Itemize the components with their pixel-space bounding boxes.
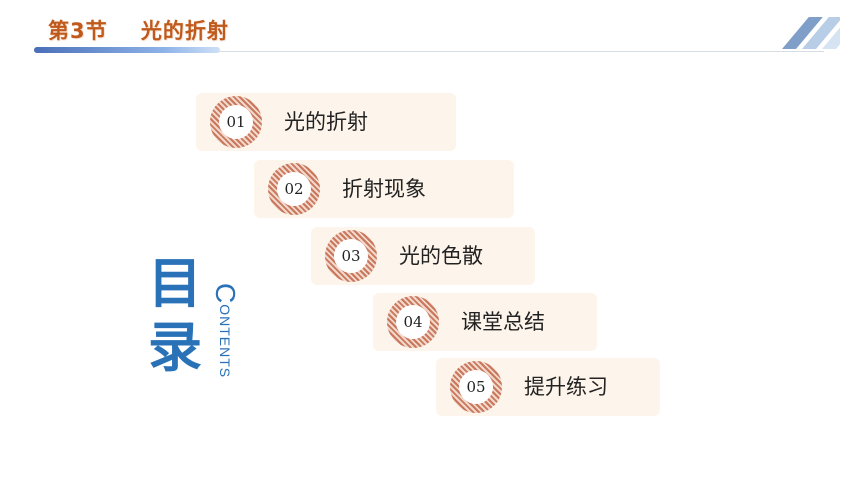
number-badge: 01 bbox=[210, 96, 262, 148]
item-number: 01 bbox=[219, 105, 253, 139]
toc-item-2[interactable]: 02 折射现象 bbox=[254, 160, 514, 218]
toc-item-5[interactable]: 05 提升练习 bbox=[436, 358, 660, 416]
number-badge: 04 bbox=[387, 296, 439, 348]
item-label: 光的折射 bbox=[284, 110, 368, 134]
number-badge: 02 bbox=[268, 163, 320, 215]
toc-title: 目 录 bbox=[145, 252, 205, 380]
item-label: 折射现象 bbox=[342, 177, 426, 201]
number-badge: 03 bbox=[325, 230, 377, 282]
contents-rest: ONTENTS bbox=[217, 304, 233, 379]
item-label: 提升练习 bbox=[524, 375, 608, 399]
toc-title-char-2: 录 bbox=[148, 316, 202, 379]
header-accent-bar bbox=[34, 47, 220, 53]
item-label: 光的色散 bbox=[399, 244, 483, 268]
toc-item-3[interactable]: 03 光的色散 bbox=[311, 227, 535, 285]
item-number: 04 bbox=[396, 305, 430, 339]
number-badge: 05 bbox=[450, 361, 502, 413]
item-number: 02 bbox=[277, 172, 311, 206]
contents-label: CONTENTS bbox=[210, 283, 241, 379]
header-divider bbox=[34, 51, 824, 52]
item-number: 05 bbox=[459, 370, 493, 404]
header-stripes-decoration bbox=[760, 17, 840, 49]
contents-initial: C bbox=[210, 283, 241, 305]
toc-item-4[interactable]: 04 课堂总结 bbox=[373, 293, 597, 351]
toc-title-char-1: 目 bbox=[148, 252, 202, 315]
item-label: 课堂总结 bbox=[461, 310, 545, 334]
toc-item-1[interactable]: 01 光的折射 bbox=[196, 93, 456, 151]
section-title: 第3节 光的折射 bbox=[48, 19, 229, 43]
item-number: 03 bbox=[334, 239, 368, 273]
